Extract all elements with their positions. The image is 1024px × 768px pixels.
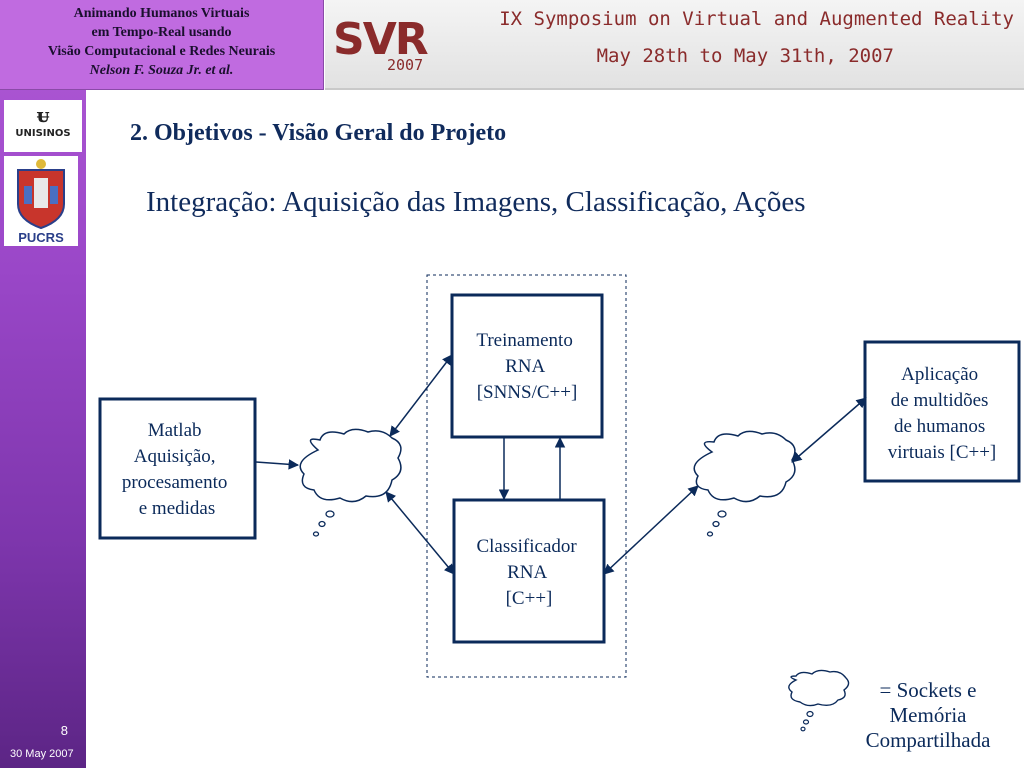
socket-cloud-right-icon — [693, 430, 796, 537]
title-line-2: em Tempo-Real usando — [91, 25, 232, 40]
slide-number: 8 — [60, 723, 68, 738]
banner-conference-name: IX Symposium on Virtual and Augmented Re… — [499, 8, 1014, 30]
title-line-3: Visão Computacional e Redes Neurais — [47, 44, 276, 59]
matlab-line-2: Aquisição, — [134, 446, 216, 467]
title-line-1: Animando Humanos Virtuais — [73, 6, 250, 21]
svr-logo: SVR — [333, 14, 429, 65]
aplicacao-line-4: virtuais [C++] — [888, 442, 997, 463]
legend-cloud-icon — [788, 669, 850, 732]
svr-logo-year: 2007 — [387, 56, 424, 74]
classificador-node: Classificador RNA [C++] — [452, 498, 606, 644]
conference-banner: SVR 2007 IX Symposium on Virtual and Aug… — [325, 0, 1024, 90]
treinamento-node: Treinamento RNA [SNNS/C++] — [450, 293, 604, 439]
legend-line-2: Memória — [889, 703, 967, 727]
classificador-line-3: [C++] — [506, 588, 553, 609]
aplicacao-line-1: Aplicação — [901, 364, 978, 385]
legend-line-3: Compartilhada — [865, 728, 991, 752]
pucrs-logo: PUCRS — [4, 156, 78, 246]
arrow-cloud-aplicacao — [791, 397, 867, 463]
unisinos-mark-icon: ᵾ — [36, 103, 50, 127]
unisinos-logo: ᵾ UNISINOS — [4, 100, 82, 152]
slide-heading: 2. Objetivos - Visão Geral do Projeto — [130, 120, 507, 146]
svg-text:Treinamento RNA [S: Treinamento RNA [SNNS/C++] — [476, 330, 577, 403]
svg-text:Classificador RNA: Classificador RNA [C++] — [476, 536, 581, 609]
legend-line-1: = Sockets e — [879, 678, 977, 702]
classificador-line-2: RNA — [507, 562, 547, 583]
slide-date: 30 May 2007 — [10, 748, 74, 760]
arrow-cloud-treinamento — [389, 354, 453, 437]
aplicacao-line-2: de multidões — [891, 390, 989, 411]
banner-conference-dates: May 28th to May 31th, 2007 — [596, 45, 894, 67]
unisinos-wordmark: UNISINOS — [15, 128, 71, 139]
matlab-line-4: e medidas — [139, 498, 216, 519]
svg-text:Aplicação de multidões: Aplicação de multidões de humanos virtua… — [888, 364, 997, 463]
slide-subheading: Integração: Aquisição das Imagens, Class… — [146, 186, 806, 218]
legend-description: = Sockets e Memória Compartilhada — [848, 678, 1008, 753]
presentation-title-box: Animando Humanos Virtuais em Tempo-Real … — [0, 0, 324, 90]
arrow-cloud-classificador — [385, 491, 455, 575]
treinamento-line-1: Treinamento — [476, 330, 572, 351]
matlab-node: Matlab Aquisição, procesamento e medidas — [98, 397, 257, 540]
treinamento-line-3: [SNNS/C++] — [477, 382, 578, 403]
socket-cloud-left-icon — [299, 428, 402, 537]
arrow-matlab-to-cloud — [255, 459, 300, 470]
svg-text:Matlab Aquisição,: Matlab Aquisição, procesamento e medidas — [122, 420, 232, 519]
pucrs-crest-icon: PUCRS — [4, 156, 78, 246]
pucrs-wordmark: PUCRS — [18, 230, 64, 245]
treinamento-line-2: RNA — [505, 356, 545, 377]
classificador-line-1: Classificador — [476, 536, 577, 557]
author: Nelson F. Souza Jr. et al. — [89, 63, 234, 78]
aplicacao-line-3: de humanos — [894, 416, 985, 437]
aplicacao-node: Aplicação de multidões de humanos virtua… — [863, 340, 1021, 483]
matlab-line-1: Matlab — [148, 420, 202, 441]
arrow-classificador-cloud — [603, 485, 699, 575]
matlab-line-3: procesamento — [122, 472, 228, 493]
